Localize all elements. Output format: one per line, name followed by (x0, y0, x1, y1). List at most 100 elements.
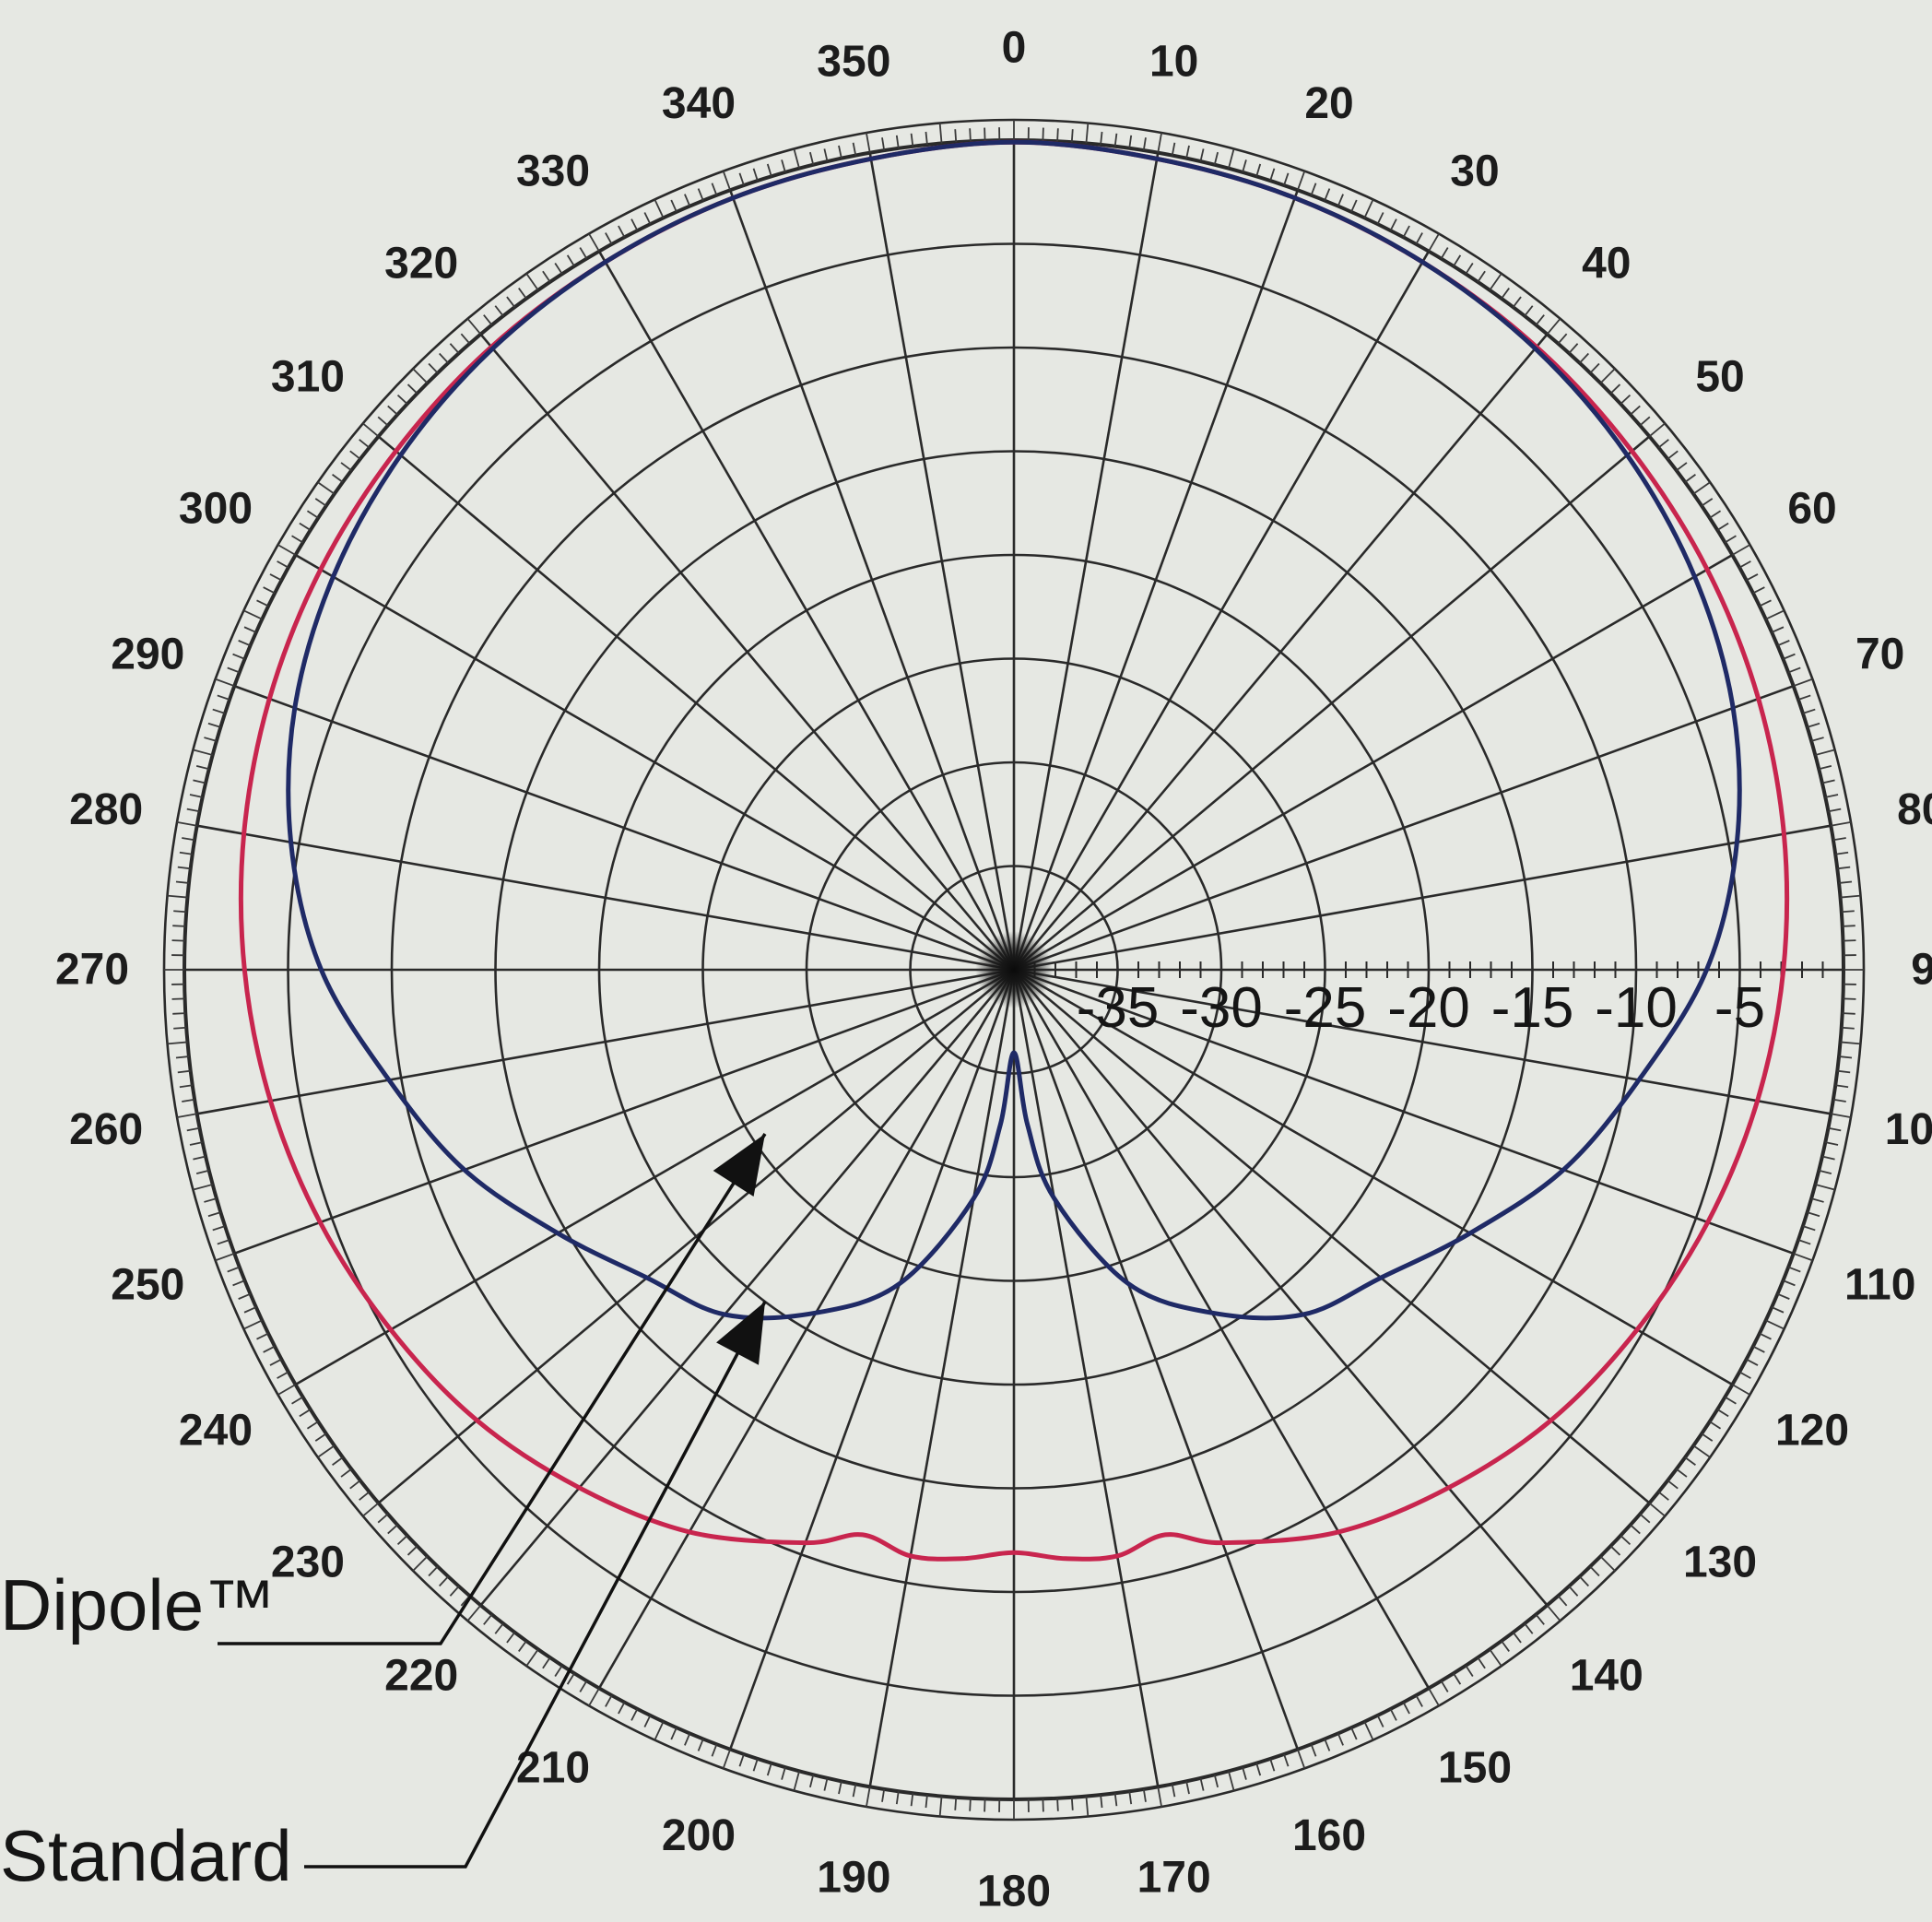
degree-tick (172, 1013, 185, 1014)
degree-tick (413, 369, 428, 383)
degree-tick (1760, 600, 1772, 606)
degree-tick (264, 587, 275, 593)
degree-tick (1825, 795, 1838, 797)
degree-tick (654, 1722, 663, 1740)
degree-tick (1631, 406, 1640, 414)
degree-tick (495, 1623, 503, 1633)
degree-tick (897, 136, 899, 148)
angle-tick-label: 200 (662, 1811, 736, 1860)
degree-tick (654, 199, 663, 218)
degree-tick (408, 1546, 418, 1555)
degree-tick (1841, 1042, 1861, 1044)
degree-tick (208, 1212, 220, 1216)
degree-tick (359, 1492, 370, 1500)
degree-tick (307, 1421, 318, 1429)
degree-tick (341, 1469, 351, 1477)
angle-tick-label: 300 (179, 485, 253, 534)
degree-tick (1841, 896, 1861, 898)
degree-tick (484, 315, 492, 325)
degree-tick (1270, 169, 1274, 181)
degree-tick (1783, 1280, 1795, 1285)
degree-tick (1558, 1596, 1566, 1606)
degree-tick (218, 695, 230, 700)
degree-tick (1667, 1480, 1678, 1489)
degree-tick (1325, 189, 1329, 201)
degree-tick (1072, 1798, 1073, 1810)
degree-tick (180, 853, 193, 855)
degree-tick (1569, 1586, 1577, 1596)
degree-tick (897, 1791, 899, 1804)
degree-tick (180, 1085, 193, 1087)
degree-tick (1600, 369, 1615, 383)
degree-tick (1835, 853, 1848, 855)
degree-tick (1831, 822, 1851, 826)
degree-tick (543, 1657, 550, 1668)
degree-tick (1200, 1778, 1203, 1791)
angle-tick-label: 160 (1292, 1811, 1366, 1860)
degree-tick (177, 822, 197, 826)
degree-tick (1172, 1784, 1175, 1797)
degree-tick (1478, 1657, 1485, 1668)
angle-tick-label: 270 (55, 946, 129, 995)
degree-tick (193, 1185, 212, 1190)
degree-tick (839, 1781, 842, 1794)
degree-tick (1717, 1409, 1728, 1416)
degree-tick (429, 1566, 438, 1575)
angle-tick-label: 330 (516, 147, 590, 195)
degree-tick (782, 1767, 785, 1779)
degree-tick (1693, 482, 1710, 494)
degree-tick (1753, 1347, 1764, 1352)
degree-tick (1766, 610, 1785, 619)
degree-tick (177, 1114, 197, 1117)
degree-tick (193, 749, 212, 755)
degree-tick (196, 1171, 209, 1173)
degree-tick (1144, 137, 1146, 150)
degree-tick (1558, 334, 1566, 344)
degree-tick (278, 1385, 296, 1395)
degree-tick (606, 1695, 612, 1706)
degree-tick (1725, 1397, 1736, 1404)
degree-tick (204, 737, 216, 741)
grid-spoke (730, 970, 1014, 1750)
degree-tick (1256, 1763, 1260, 1775)
degree-tick (1569, 344, 1577, 353)
degree-tick (176, 881, 189, 882)
angle-tick-label: 50 (1695, 353, 1744, 402)
degree-tick (1825, 1142, 1838, 1145)
degree-tick (277, 1372, 289, 1378)
degree-tick (187, 809, 200, 812)
degree-tick (292, 1397, 303, 1404)
radial-tick-label: -20 (1387, 976, 1470, 1040)
degree-tick (1200, 148, 1203, 161)
degree-tick (315, 499, 326, 506)
degree-tick (216, 1254, 235, 1261)
degree-tick (1732, 1385, 1749, 1395)
degree-tick (568, 255, 574, 266)
grid-spoke (1014, 190, 1298, 970)
degree-tick (1620, 395, 1630, 405)
degree-tick (1798, 695, 1810, 700)
degree-tick (1284, 173, 1289, 185)
degree-tick (912, 1793, 913, 1806)
grid-spoke (234, 686, 1014, 970)
degree-tick (1739, 561, 1750, 568)
grid-spoke (1014, 970, 1298, 1750)
degree-tick (1215, 1775, 1218, 1787)
degree-tick (1490, 274, 1502, 290)
degree-tick (450, 344, 458, 353)
degree-tick (1338, 1733, 1343, 1745)
degree-tick (1129, 1791, 1131, 1804)
angle-tick-label: 40 (1582, 239, 1631, 288)
degree-tick (925, 132, 926, 145)
degree-tick (1442, 248, 1448, 259)
grid-spoke (1014, 970, 1548, 1605)
degree-tick (1794, 679, 1813, 687)
degree-tick (618, 1703, 625, 1714)
degree-tick (1229, 1771, 1234, 1790)
degree-tick (940, 1797, 942, 1817)
degree-tick (398, 1536, 407, 1545)
degree-tick (440, 1576, 449, 1586)
annotation-label-dipole: Dipole™ (0, 1564, 276, 1645)
degree-tick (1243, 1767, 1246, 1779)
degree-tick (526, 274, 538, 290)
